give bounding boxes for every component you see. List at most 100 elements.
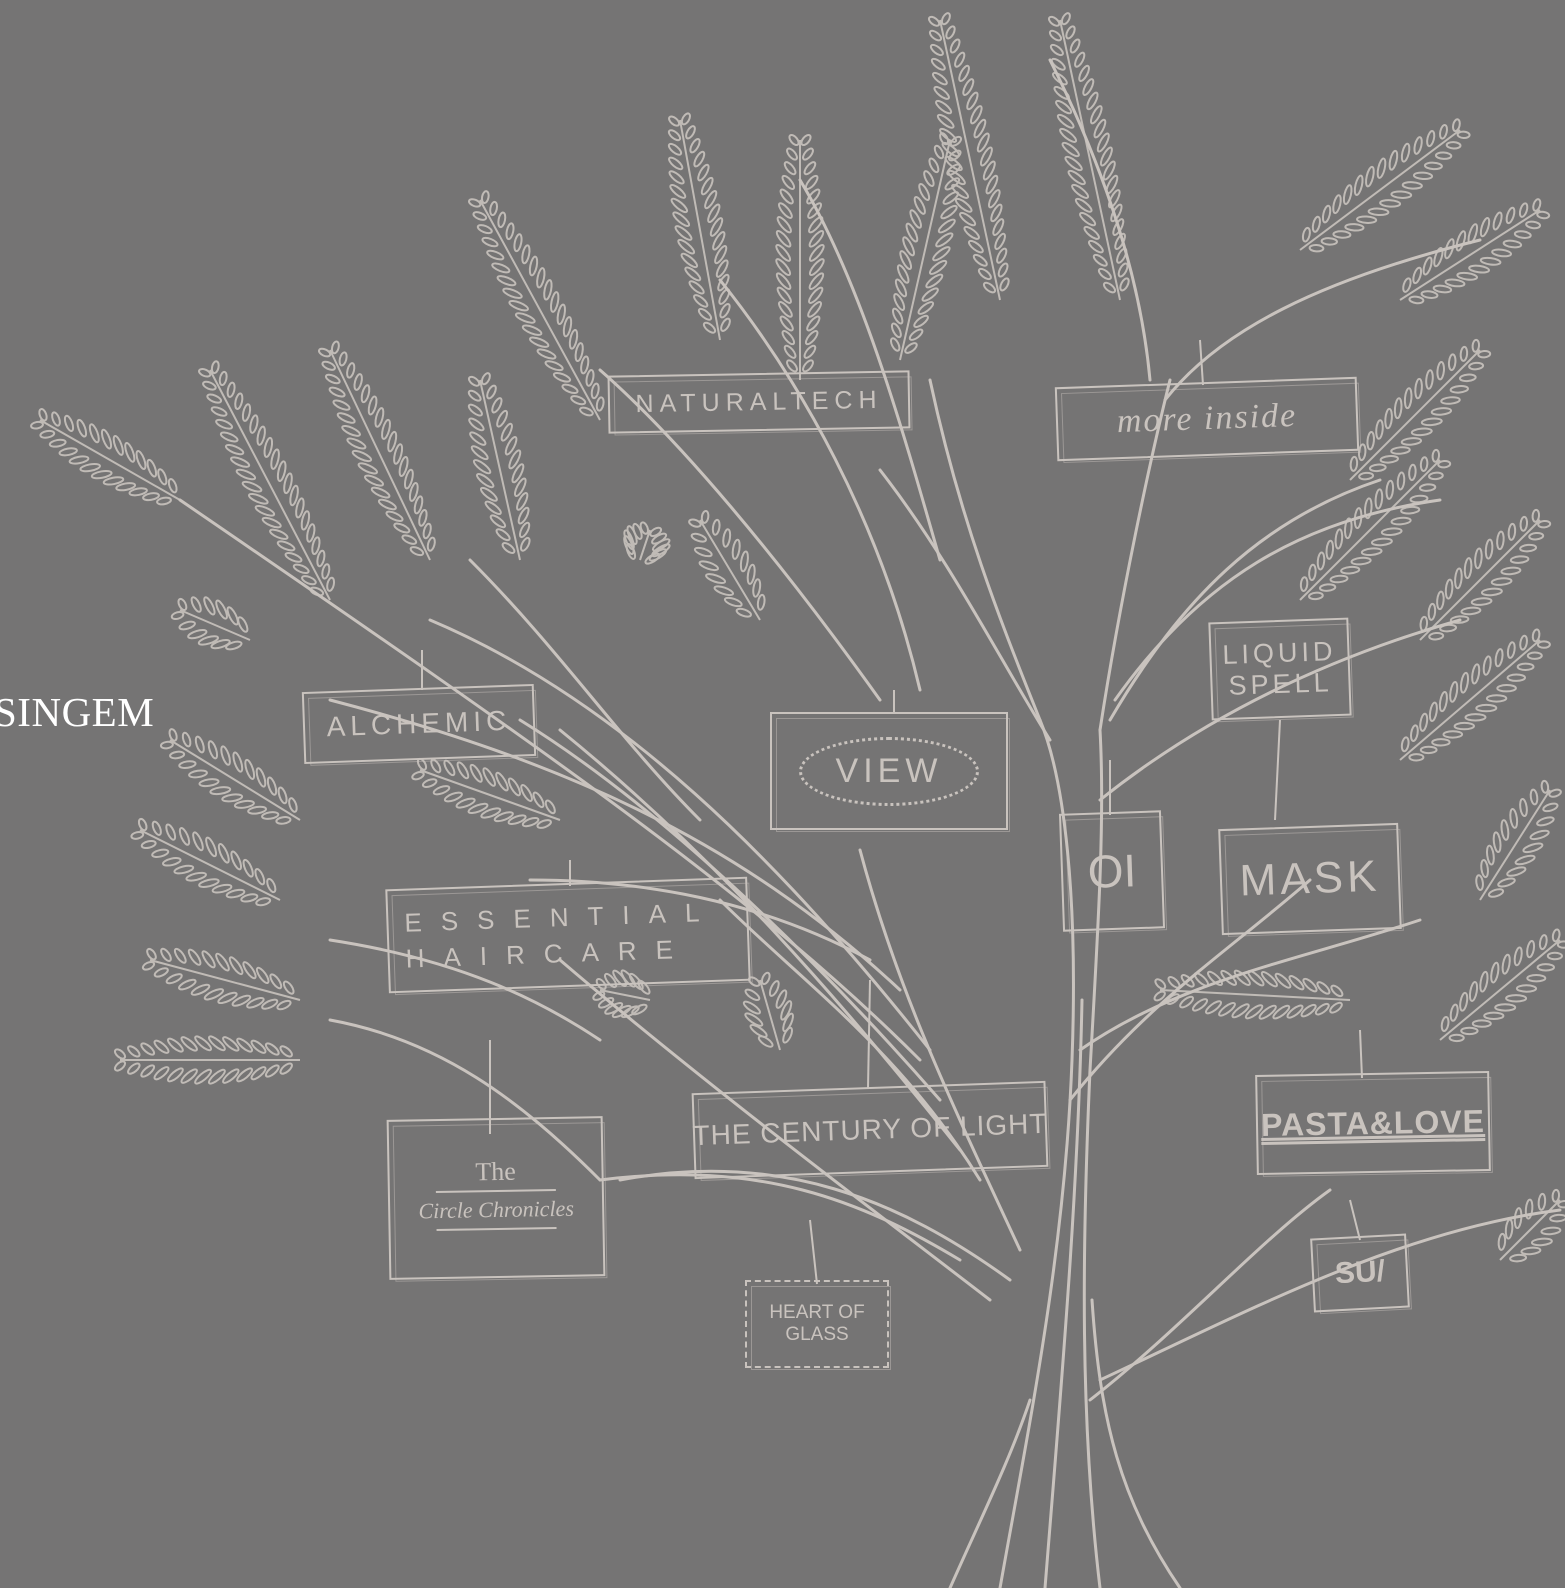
leaf — [568, 328, 579, 350]
leaf — [367, 395, 378, 416]
leaf — [511, 463, 525, 484]
leaf — [1374, 488, 1384, 510]
leaf — [1526, 973, 1547, 983]
tag-century-of-light[interactable]: THE CENTURY OF LIGHT — [691, 1080, 1049, 1180]
tag-circle-chronicles[interactable]: The Circle Chronicles — [386, 1116, 606, 1280]
leaf — [476, 224, 493, 235]
leaf — [923, 170, 935, 188]
leaf — [1403, 387, 1413, 410]
tag-pasta-love[interactable]: PASTA&LOVE — [1255, 1070, 1491, 1176]
leaf — [166, 1037, 184, 1053]
tag-liquid-spell[interactable]: LIQUID SPELL — [1208, 617, 1352, 721]
leaf — [1074, 51, 1086, 68]
leaf — [590, 382, 600, 400]
leaf — [1074, 197, 1093, 213]
leaf — [181, 731, 192, 748]
leaf — [1258, 1004, 1277, 1020]
leaf — [1379, 455, 1399, 464]
leaf — [1494, 648, 1504, 668]
leaf — [156, 496, 172, 506]
leaf — [1376, 157, 1387, 179]
leaf — [1468, 361, 1485, 371]
leaf — [935, 232, 954, 248]
tag-oi[interactable]: OI — [1058, 810, 1166, 932]
leaf — [1349, 455, 1359, 472]
leaf — [480, 372, 491, 386]
leaf — [311, 536, 321, 556]
leaf — [1515, 984, 1538, 993]
leaf — [514, 312, 536, 324]
leaf — [209, 786, 232, 796]
leaf — [256, 425, 266, 446]
leaf — [891, 307, 904, 325]
leaf — [426, 536, 436, 552]
leaf — [739, 550, 749, 573]
tag-naturaltech-label: NATURALTECH — [635, 385, 883, 418]
tag-heart-of-glass[interactable]: HEART OF GLASS — [745, 1280, 891, 1370]
leaf — [1496, 530, 1505, 551]
tree-trunk — [178, 58, 1562, 1588]
tag-more-inside[interactable]: more inside — [1054, 376, 1360, 462]
leaf — [700, 509, 710, 524]
leaf — [1396, 471, 1406, 491]
leaf — [808, 243, 825, 262]
leaf — [935, 99, 953, 115]
leaf — [713, 585, 735, 597]
leaf — [746, 563, 756, 585]
leaf — [928, 29, 943, 42]
leaf — [180, 1068, 198, 1084]
leaf — [489, 200, 499, 217]
leaf — [1449, 681, 1459, 703]
leaf — [398, 455, 409, 478]
tree-foliage — [30, 12, 1565, 1263]
leaf — [985, 174, 999, 195]
leaf — [230, 456, 251, 468]
leaf — [1519, 515, 1529, 532]
leaf — [1119, 277, 1130, 292]
leaf — [1494, 1003, 1517, 1012]
leaf — [969, 105, 983, 125]
leaf — [1428, 701, 1438, 722]
foliage-stem — [639, 529, 651, 561]
leaf — [909, 209, 922, 229]
leaf — [377, 498, 397, 511]
leaf — [480, 807, 502, 819]
leaf — [702, 321, 717, 334]
leaf — [925, 273, 944, 289]
tag-alchemic[interactable]: ALCHEMIC — [301, 683, 537, 765]
leaf — [704, 190, 718, 210]
leaf — [808, 286, 824, 304]
leaf — [1314, 1002, 1330, 1016]
leaf — [455, 797, 476, 809]
leaf — [225, 640, 243, 651]
tag-view[interactable]: VIEW — [770, 712, 1010, 832]
leaf — [90, 469, 113, 480]
tag-essential-haircare[interactable]: ESSENTIAL HAIRCARE — [385, 876, 751, 994]
leaf — [336, 412, 356, 424]
leaf — [715, 259, 729, 278]
leaf — [1401, 181, 1423, 190]
leaf — [905, 222, 919, 243]
leaf — [467, 375, 481, 387]
leaf — [529, 336, 550, 348]
leaf — [1519, 634, 1528, 651]
leaf — [977, 267, 992, 281]
tag-mask[interactable]: MASK — [1218, 822, 1402, 936]
leaf — [479, 486, 498, 502]
leaf — [1388, 149, 1399, 171]
leaf — [1350, 556, 1372, 566]
leaf — [697, 163, 710, 182]
leaf — [1546, 951, 1564, 961]
leaf — [1110, 203, 1123, 223]
leaf — [1436, 590, 1445, 611]
leaf — [580, 355, 590, 375]
leaf — [1470, 597, 1493, 606]
leaf — [1061, 141, 1080, 158]
leaf — [928, 157, 940, 174]
tag-naturaltech[interactable]: NATURALTECH — [607, 370, 911, 434]
leaf — [346, 437, 367, 450]
tag-su[interactable]: SU/ — [1310, 1233, 1410, 1313]
leaf — [1480, 587, 1503, 597]
leaf — [100, 428, 113, 450]
leaf — [486, 384, 497, 400]
